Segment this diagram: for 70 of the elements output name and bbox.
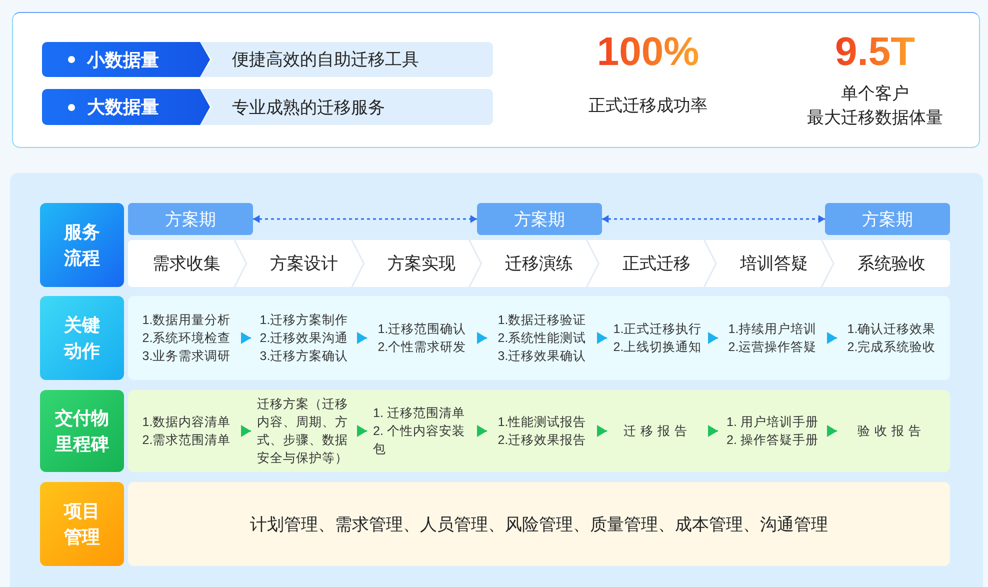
list-item: 1.正式迁移执行 [613,321,702,338]
list-item: 2.运营操作答疑 [728,339,817,356]
list-item: 3.迁移方案确认 [260,348,348,365]
list-item: 1.数据迁移验证 [498,312,586,329]
arrow [708,425,718,437]
stage-name: 方案实现 [362,240,480,287]
item-text: 迁移方案（迁移内容、周期、方式、步骤、数据安全与保护等） [257,396,349,467]
stage-name: 正式迁移 [598,240,716,287]
arrow [597,332,607,344]
list-item: 1.数据内容清单 [142,414,231,431]
stat-caption: 单个客户 [841,84,909,103]
row-header [40,482,124,566]
tag-label: 大数据量 [87,96,159,119]
banner-band: 专业成熟的迁移服务 [200,89,493,125]
list-item: 1.性能测试报告 [498,414,586,431]
arrow [708,332,718,344]
phase-tag: 方案期 [825,203,950,235]
stage-name: 培训答疑 [715,240,833,287]
dashed-arrow [253,215,477,223]
management-panel: 计划管理、需求管理、人员管理、风险管理、质量管理、成本管理、沟通管理 [128,482,950,566]
row-header [40,203,124,287]
arrow [357,332,367,344]
tag-box [42,89,210,125]
list-item: 2.迁移效果沟通 [260,330,348,347]
stat-caption: 正式迁移成功率 [588,96,708,115]
list-item: 1. 用户培训手册 [726,414,818,431]
tag-label: 小数据量 [87,48,159,72]
list-item: 2.个性需求研发 [378,339,466,356]
list-item: 2.完成系统验收 [847,339,936,356]
banner-band: 便捷高效的自助迁移工具 [200,42,493,77]
arrow [827,332,837,344]
list-item: 1.迁移方案制作 [260,312,348,329]
dashed-arrow [602,215,825,223]
arrow [477,425,487,437]
row-title: 服务流程 [63,221,101,270]
list-item: 2.系统性能测试 [498,330,586,347]
list-item: 3.迁移效果确认 [498,348,586,365]
list-item: 2. 个性内容安装包 [373,423,466,458]
phase-tag: 方案期 [477,203,602,235]
row-title: 项目管理 [63,500,101,549]
list-item: 2.上线切换通知 [613,339,702,356]
row-header [40,390,124,472]
stage-name: 方案设计 [245,240,363,287]
arrow [241,425,251,437]
arrow [477,332,487,344]
list-item: 1.确认迁移效果 [847,321,936,338]
list-item: 1.迁移范围确认 [378,321,466,338]
list-item: 2.迁移效果报告 [498,432,586,449]
row-title: 关键动作 [63,314,101,363]
arrow [241,332,251,344]
row-title: 交付物里程碑 [54,407,110,456]
stage-name: 需求收集 [128,240,246,287]
list-item: 1.持续用户培训 [728,321,817,338]
arrow [597,425,607,437]
list-item: 2.系统环境检查 [142,330,231,347]
list-item: 1. 迁移范围清单 [373,405,465,422]
stage-name: 迁移演练 [480,240,598,287]
list-item: 3.业务需求调研 [142,348,231,365]
list-item: 2. 操作答疑手册 [726,432,818,449]
item-text: 验收报告 [858,423,926,440]
stage-name: 系统验收 [832,240,950,287]
list-item: 2.需求范围清单 [142,432,231,449]
tag-box [42,42,210,77]
row-header [40,296,124,380]
list-item: 1.数据用量分析 [142,312,231,329]
arrow [357,425,367,437]
item-text: 迁移报告 [624,423,692,440]
arrow [827,425,837,437]
stat-caption: 最大迁移数据体量 [807,108,943,127]
phase-tag: 方案期 [128,203,253,235]
